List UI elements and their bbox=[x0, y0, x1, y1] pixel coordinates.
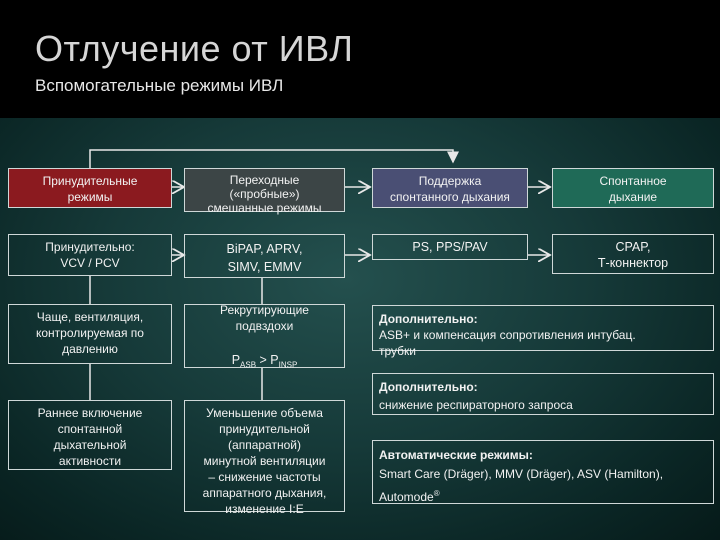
header-spontaneous-breathing-label: Спонтанное дыхание bbox=[599, 174, 667, 204]
box-ps-pps-pav: PS, PPS/PAV bbox=[372, 234, 528, 260]
box-reduce-minute-ventilation: Уменьшение объема принудительной (аппара… bbox=[184, 400, 345, 516]
box-cpap-label: CPAP, Т-коннектор bbox=[597, 240, 669, 270]
box-additional-asb-text: ASB+ и компенсация сопротивления интубац… bbox=[379, 328, 636, 358]
box-additional-respiratory-title: Дополнительно: bbox=[379, 380, 478, 394]
header-transitional-modes: Переходные («пробные») смешанные режимы bbox=[184, 168, 345, 215]
header-mandatory-modes-label: Принудительные режимы bbox=[42, 174, 138, 204]
box-mandatory-vcv-pcv: Принудительно: VCV / PCV bbox=[8, 234, 172, 276]
box-automatic-modes: Автоматические режимы: Smart Care (Dräge… bbox=[372, 440, 714, 504]
header-spontaneous-breathing: Спонтанное дыхание bbox=[552, 168, 714, 208]
box-additional-respiratory: Дополнительно: снижение респираторного з… bbox=[372, 373, 714, 415]
box-automatic-modes-text: Smart Care (Dräger), MMV (Dräger), ASV (… bbox=[379, 467, 664, 481]
automode-label: Automode bbox=[379, 490, 434, 504]
registered-mark: ® bbox=[433, 489, 440, 498]
box-bipap-modes: BiPAP, APRV, SIMV, EMMV bbox=[184, 234, 345, 278]
box-pressure-controlled: Чаще, вентиляция, контролируемая по давл… bbox=[8, 304, 172, 364]
formula-sub1: ASB bbox=[240, 360, 257, 370]
box-bipap-modes-label: BiPAP, APRV, SIMV, EMMV bbox=[226, 242, 303, 274]
box-pressure-controlled-label: Чаще, вентиляция, контролируемая по давл… bbox=[36, 310, 144, 356]
box-reduce-minute-ventilation-label: Уменьшение объема принудительной (аппара… bbox=[202, 406, 327, 516]
formula-p2: P bbox=[270, 353, 279, 368]
slide-subtitle: Вспомогательные режимы ИВЛ bbox=[35, 76, 284, 95]
formula-p1: P bbox=[231, 353, 241, 368]
header-transitional-modes-label: Переходные («пробные») смешанные режимы bbox=[207, 173, 322, 215]
box-recruitment-breaths: Рекрутирующие подвздохи PASB > PINSP bbox=[184, 303, 345, 370]
box-additional-asb: Дополнительно: ASB+ и компенсация сопрот… bbox=[372, 305, 714, 358]
box-additional-asb-title: Дополнительно: bbox=[379, 312, 478, 326]
formula-sub2: INSP bbox=[278, 360, 298, 370]
box-early-spontaneous-label: Раннее включение спонтанной дыхательной … bbox=[37, 406, 143, 468]
header-support-spontaneous-label: Поддержка спонтанного дыхания bbox=[390, 174, 510, 204]
slide-title: Отлучение от ИВЛ bbox=[35, 28, 354, 69]
pressure-formula: PASB > PINSP bbox=[232, 336, 298, 374]
box-mandatory-vcv-pcv-label: Принудительно: VCV / PCV bbox=[45, 240, 135, 270]
header-support-spontaneous: Поддержка спонтанного дыхания bbox=[372, 168, 528, 208]
box-additional-respiratory-text: снижение респираторного запроса bbox=[379, 398, 573, 412]
header-mandatory-modes: Принудительные режимы bbox=[8, 168, 172, 208]
slide-header: Отлучение от ИВЛ Вспомогательные режимы … bbox=[0, 0, 720, 118]
box-automatic-modes-text2: Automode® bbox=[379, 484, 440, 507]
box-recruitment-breaths-label: Рекрутирующие подвздохи bbox=[220, 303, 309, 334]
box-cpap: CPAP, Т-коннектор bbox=[552, 234, 714, 274]
box-early-spontaneous: Раннее включение спонтанной дыхательной … bbox=[8, 400, 172, 470]
formula-op: > bbox=[256, 353, 271, 368]
box-automatic-modes-title: Автоматические режимы: bbox=[379, 448, 533, 462]
box-ps-pps-pav-label: PS, PPS/PAV bbox=[412, 240, 488, 254]
